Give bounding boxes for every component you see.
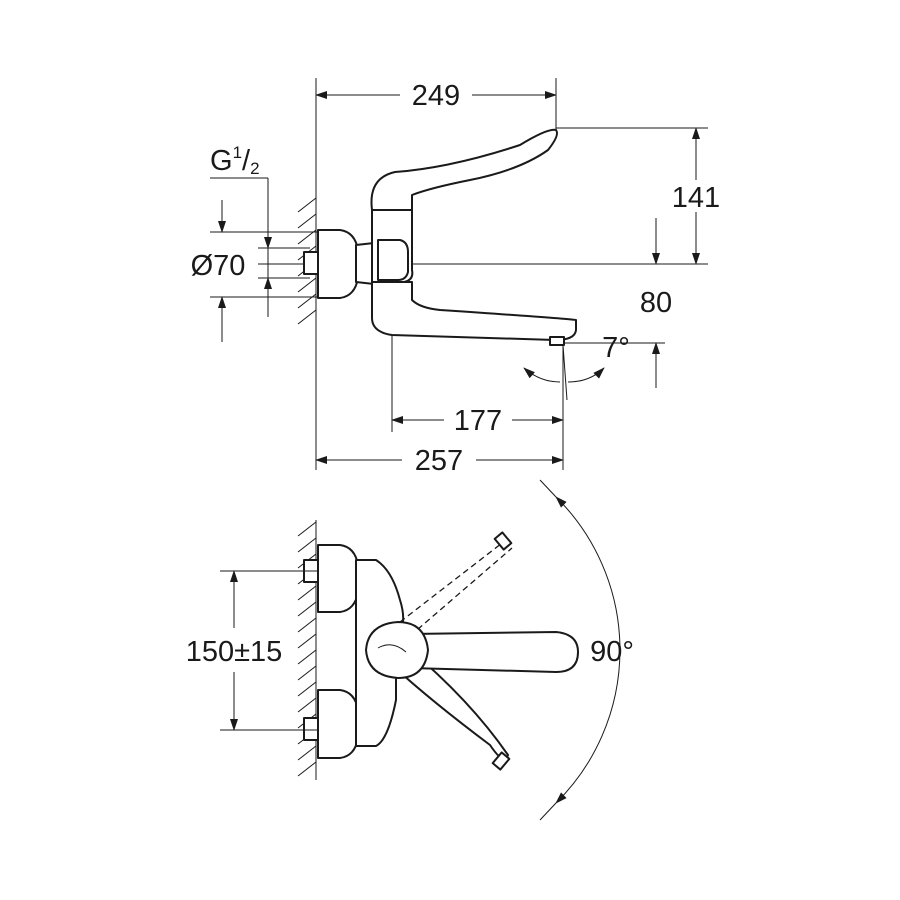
lever-handle (370, 128, 558, 211)
cartridge-cap (365, 621, 429, 679)
top-view: 150±15 90° (186, 479, 634, 821)
dim-diameter-70: Ø70 (191, 250, 246, 282)
dim-angle-90: 90° (590, 636, 634, 668)
eccentric-fitting (317, 229, 359, 299)
side-view: 249 141 80 G1/2 Ø70 7° 177 257 (191, 78, 720, 477)
dim-257: 257 (415, 445, 463, 477)
upper-eccentric (317, 544, 359, 613)
dim-150-15: 150±15 (186, 636, 283, 668)
dim-angle-7: 7° (602, 332, 630, 364)
lever-rotated-dashed (399, 539, 507, 623)
lower-eccentric (317, 689, 359, 759)
aerator (549, 336, 565, 346)
dim-249: 249 (412, 80, 460, 112)
dim-177: 177 (454, 405, 502, 437)
arc-90 (555, 496, 621, 804)
body-detail (377, 239, 409, 281)
dim-80: 80 (640, 287, 672, 319)
lever-main (409, 631, 579, 673)
wall-connector (303, 251, 319, 275)
lower-connector (303, 717, 319, 741)
dim-141: 141 (672, 182, 720, 214)
spout (371, 281, 577, 341)
thread-label: G1/2 (210, 143, 260, 178)
